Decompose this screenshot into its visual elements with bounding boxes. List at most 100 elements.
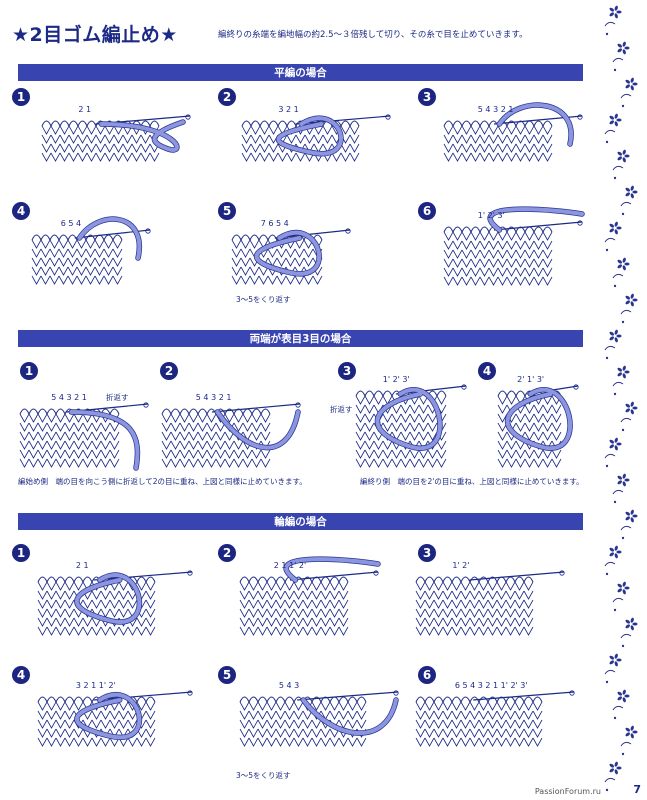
stitch-numbers: 6 5 4 [61,219,81,228]
page-mark: 7 [633,783,641,796]
fold-note-b: 折返す [330,405,353,414]
diagram-round-5: 5 4 3 [239,681,399,747]
flower-icon [609,761,622,775]
flower-icon [625,725,638,739]
flower-icon [625,401,638,415]
step-badge: 5 [218,202,236,220]
section-heading-flat: 平編の場合 [274,67,327,79]
flower-icon [609,437,622,451]
stitch-numbers: 5 4 3 2 1 [51,393,87,402]
knit-fabric [443,226,553,286]
section-heading-edge3: 両端が表目3目の場合 [249,333,352,345]
repeat-note-flat: 3〜5をくり返す [236,295,291,304]
tapestry-needle [493,221,583,231]
flower-icon [609,221,622,235]
stitch-numbers: 6 5 4 3 2 1 1' 2' 3' [455,681,528,690]
flower-icon [617,257,630,271]
stitch-numbers: 3 2 1 1' 2' [76,681,116,690]
diagram-flat-5: 7 6 5 4 [231,219,351,285]
stitch-numbers: 1' 2' 3' [478,211,505,220]
stitch-numbers: 5 4 3 2 1 [478,105,514,114]
flower-icon [609,113,622,127]
step-badge: 3 [418,544,436,562]
tapestry-needle [93,691,193,701]
stitch-numbers: 5 4 3 [279,681,299,690]
caption-start-side: 編始め側 端の目を向こう側に折返して2の目に重ね、上図と同様に止めていきます。 [18,477,307,486]
flower-icon [609,329,622,343]
step-badge: 6 [418,666,436,684]
step-badge: 4 [478,362,496,380]
knit-fabric [239,576,349,636]
knit-fabric [161,408,271,468]
diagram-edge3-2: 5 4 3 2 1 [161,393,301,468]
flower-icon [617,41,630,55]
diagram-round-3: 1' 2' [415,561,565,636]
knit-fabric [239,696,367,747]
repeat-note-round: 3〜5をくり返す [236,771,291,780]
fold-note-a: 折返す [106,393,129,402]
site-watermark: PassionForum.ru [534,787,601,796]
section-bar-flat: 平編の場合 [18,64,583,81]
intro-text: 編終りの糸端を編地幅の約2.5〜３倍残して切り、その糸で目を止めていきます。 [218,30,528,40]
flower-icon [625,77,638,91]
flower-icon [617,365,630,379]
step-badge: 5 [218,666,236,684]
step-badge: 4 [12,666,30,684]
tapestry-needle [295,115,391,125]
stitch-numbers: 2' 1' 3' [517,375,544,384]
step-badge: 2 [218,544,236,562]
tapestry-needle [469,571,565,581]
knit-fabric [19,408,120,468]
flower-icon [625,293,638,307]
diagram-edge3-1: 5 4 3 2 1 [19,393,149,471]
step-badge: 1 [20,362,38,380]
stitch-numbers: 1' 2' 3' [383,375,410,384]
flower-icon [625,509,638,523]
section-bar-edge3: 両端が表目3目の場合 [18,330,583,347]
stitch-numbers: 7 6 5 4 [261,219,289,228]
flower-icon [617,473,630,487]
diagram-edge3-3: 1' 2' 3' [355,375,467,468]
step-badge: 3 [418,88,436,106]
flower-icon [609,545,622,559]
diagram-flat-4: 6 5 4 [31,216,151,285]
stitch-numbers: 3 2 1 [278,105,298,114]
flower-icon [625,185,638,199]
section-heading-round: 輪編の場合 [274,516,327,528]
diagram-round-1: 2 1 [37,561,193,636]
flower-icon [617,689,630,703]
page-title: ★2目ゴム編止め★ [12,24,178,46]
step-badge: 2 [218,88,236,106]
flower-icon [617,149,630,163]
tapestry-needle [297,691,399,701]
step-badge: 6 [418,202,436,220]
tapestry-needle [93,571,193,581]
diagram-flat-1: 2 1 [41,105,191,162]
stitch-numbers: 1' 2' [452,561,469,570]
stitch-numbers: 2 1 [76,561,89,570]
diagram-flat-3: 5 4 3 2 1 [443,102,583,162]
knit-fabric [443,120,553,162]
diagram-flat-2: 3 2 1 [241,105,391,162]
flower-icon [617,581,630,595]
diagram-flat-6: 1' 2' 3' [443,206,585,286]
diagram-edge3-4: 2' 1' 3' [497,375,579,468]
knit-fabric [31,234,123,285]
knit-fabric [415,576,534,636]
stitch-numbers: 5 4 3 2 1 [196,393,232,402]
section-bar-round: 輪編の場合 [18,513,583,530]
step-badge: 2 [160,362,178,380]
step-badge: 1 [12,88,30,106]
diagram-round-2: 2 1 1' 2' [239,556,381,636]
flower-icon [609,653,622,667]
tapestry-needle [211,403,301,413]
floral-border [604,5,638,792]
stitch-numbers: 2 1 1' 2' [274,561,306,570]
knit-fabric [415,696,543,747]
stitch-numbers: 2 1 [78,105,91,114]
tapestry-needle [473,691,575,701]
tapestry-needle [289,571,379,581]
diagram-round-4: 3 2 1 1' 2' [37,681,193,747]
step-badge: 4 [12,202,30,220]
flower-icon [625,617,638,631]
